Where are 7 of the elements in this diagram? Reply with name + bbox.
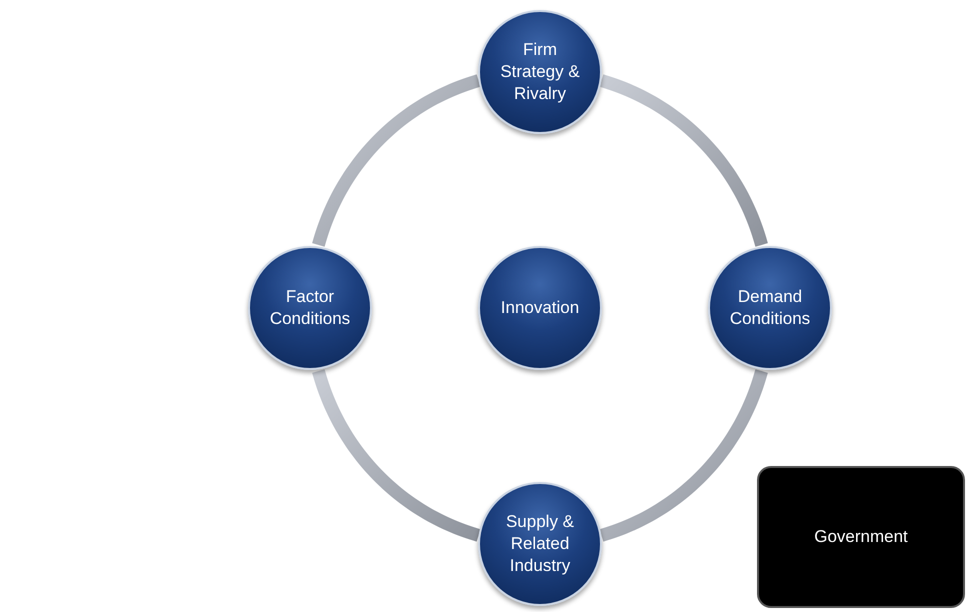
- node-label: Firm Strategy & Rivalry: [499, 38, 581, 106]
- node-label: Factor Conditions: [268, 286, 352, 330]
- node-label: Demand Conditions: [728, 286, 812, 330]
- rounded-panel: [757, 466, 965, 608]
- node-label: Supply & Related Industry: [504, 510, 576, 578]
- node-label: Government: [813, 526, 909, 548]
- node-label: Innovation: [500, 296, 580, 319]
